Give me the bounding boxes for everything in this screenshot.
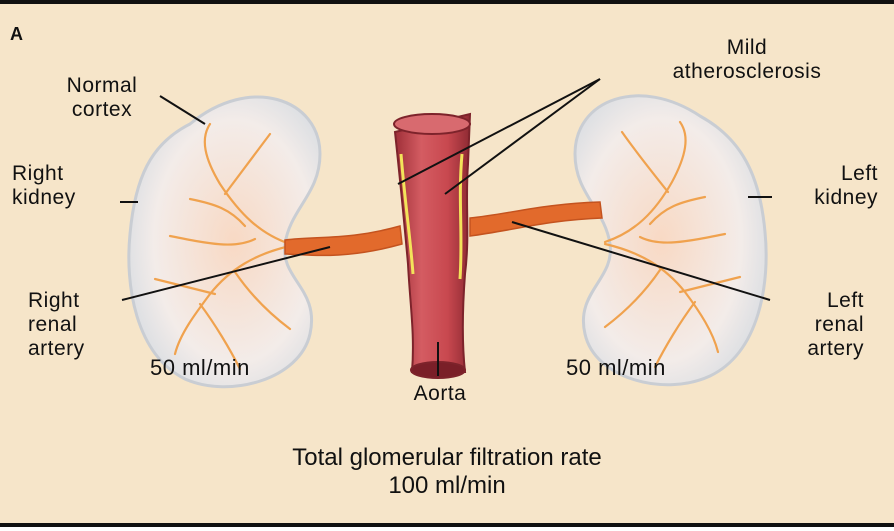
left-rate-label: 50 ml/min bbox=[566, 356, 666, 380]
left-renal-artery-shape bbox=[470, 202, 602, 236]
total-gfr-caption: Total glomerular filtration rate 100 ml/… bbox=[0, 444, 894, 500]
mild-atherosclerosis-label: Mild atherosclerosis bbox=[602, 36, 892, 84]
normal-cortex-label: Normal cortex bbox=[36, 74, 168, 122]
panel-label: A bbox=[10, 24, 23, 45]
right-renal-artery-shape bbox=[285, 226, 402, 255]
right-kidney-label: Right kidney bbox=[12, 162, 122, 210]
total-gfr-title: Total glomerular filtration rate bbox=[0, 444, 894, 472]
aorta-label: Aorta bbox=[380, 382, 500, 406]
right-renal-artery-label: Right renal artery bbox=[28, 289, 128, 361]
left-kidney-label: Left kidney bbox=[760, 162, 878, 210]
aorta-top-opening bbox=[394, 114, 470, 134]
plaque-right bbox=[460, 154, 462, 279]
total-gfr-value: 100 ml/min bbox=[0, 472, 894, 500]
right-rate-label: 50 ml/min bbox=[150, 356, 250, 380]
left-kidney-shape bbox=[575, 96, 766, 385]
left-renal-artery-label: Left renal artery bbox=[764, 289, 864, 361]
